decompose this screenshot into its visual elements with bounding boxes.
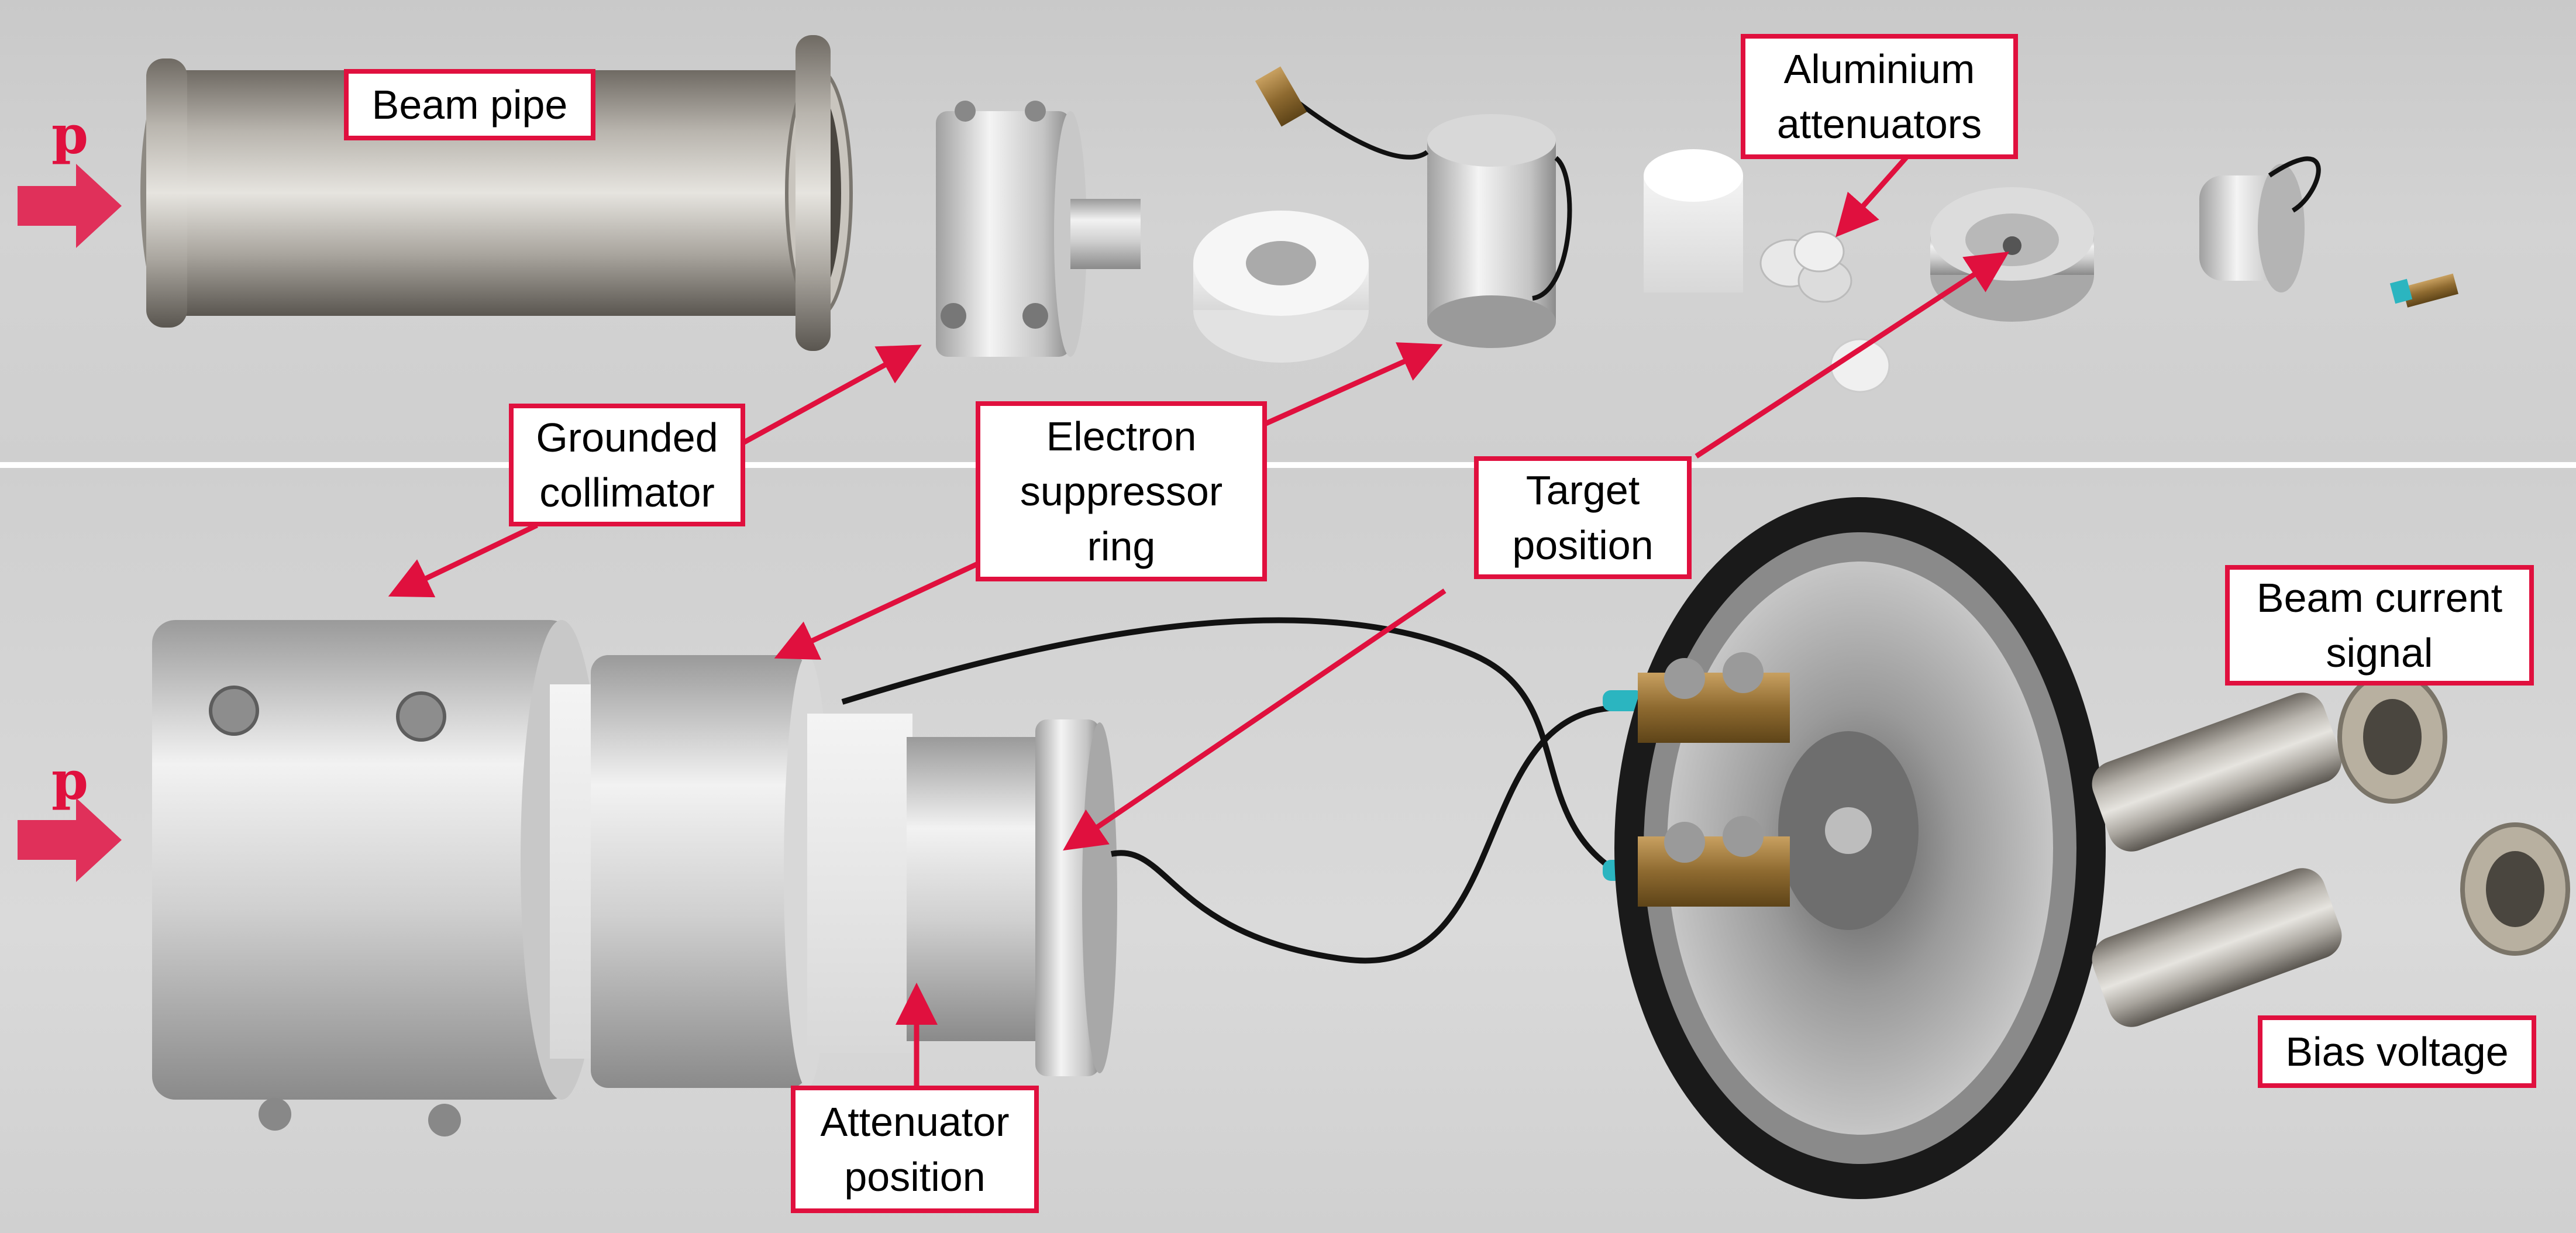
label-aluminium-attenuators: Aluminium attenuators: [1741, 34, 2018, 159]
proton-label-top: p: [51, 104, 88, 166]
target-holder-part: [1930, 187, 2094, 322]
suppressor-ring-part: [1255, 66, 1572, 348]
end-flange-part: [2199, 156, 2458, 308]
assembled-collimator: [152, 620, 602, 1136]
vacuum-flange: [1614, 497, 2106, 1199]
attenuator-holder-part: [1644, 149, 1743, 292]
aluminium-foils: [1759, 230, 1890, 393]
assembled-suppressor-ring: [591, 655, 831, 1088]
label-bias-voltage: Bias voltage: [2258, 1015, 2536, 1088]
collimator-part: [936, 101, 1141, 357]
bnc-connectors: [2092, 670, 2570, 1027]
label-grounded-collimator: Grounded collimator: [509, 404, 745, 526]
label-target-position: Target position: [1474, 456, 1692, 579]
label-electron-suppressor-ring: Electron suppressor ring: [976, 401, 1267, 581]
label-beam-current-signal: Beam current signal: [2225, 565, 2534, 686]
assembled-attenuator-holder: [807, 714, 1117, 1076]
label-beam-pipe: Beam pipe: [344, 69, 595, 140]
teflon-insulator-part: [1193, 211, 1369, 363]
panel-divider: [0, 462, 2576, 468]
proton-label-bottom: p: [51, 750, 88, 812]
label-attenuator-position: Attenuator position: [791, 1086, 1039, 1213]
